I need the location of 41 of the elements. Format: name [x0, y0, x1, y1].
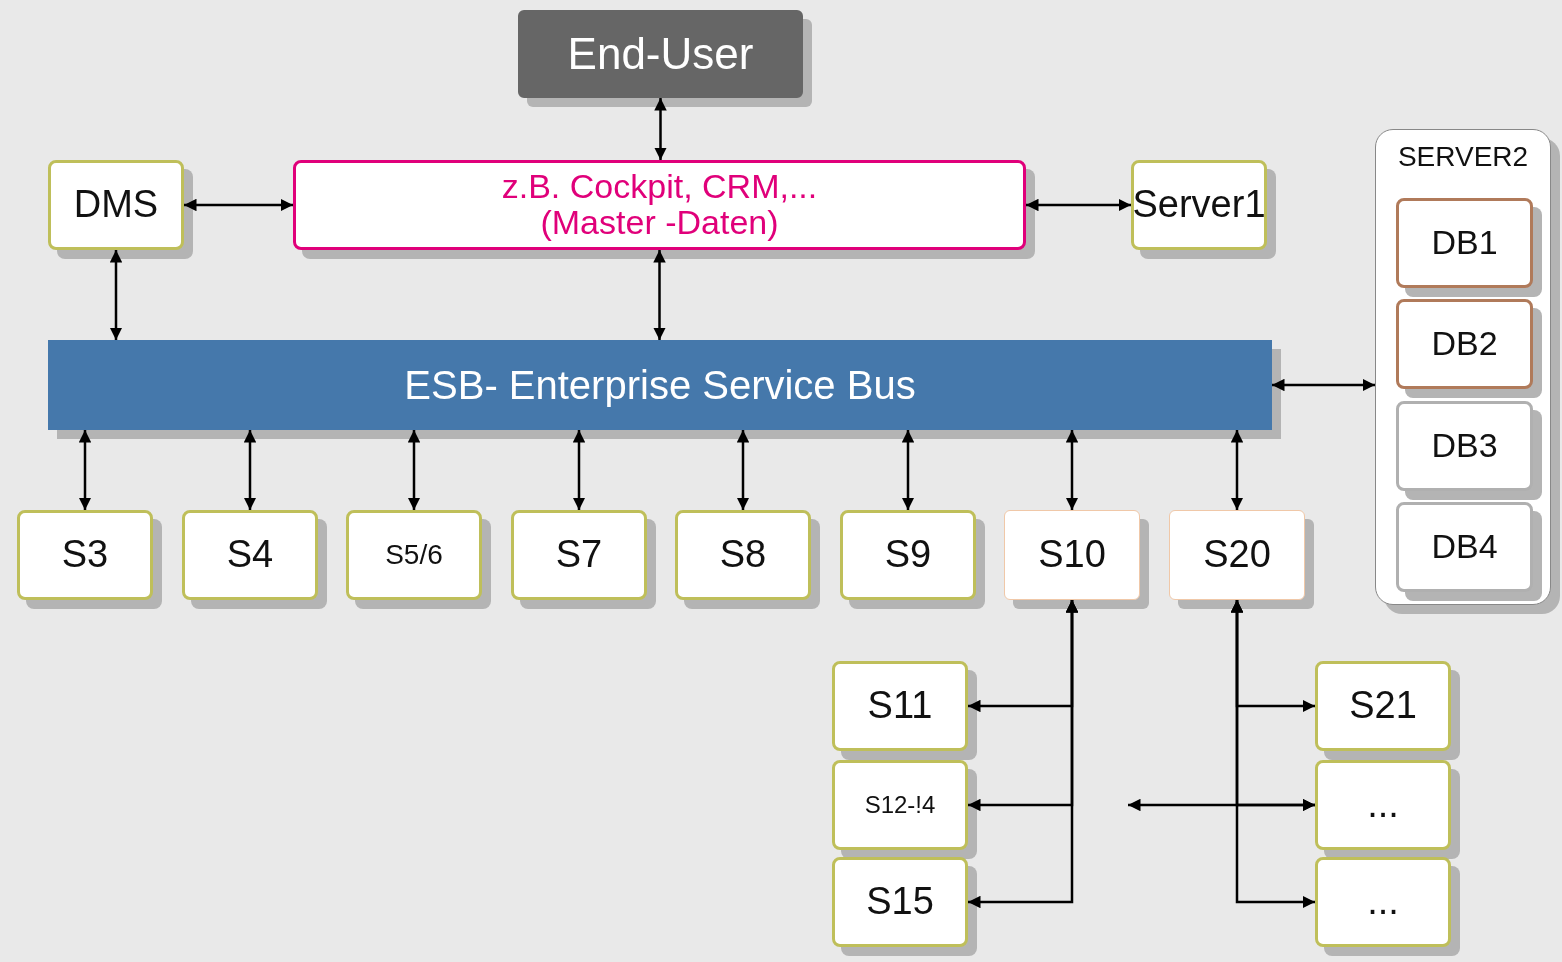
connector-arrow — [407, 430, 421, 510]
box-label: S7 — [555, 535, 603, 575]
box-label: S11 — [867, 686, 933, 726]
connector-arrow — [654, 98, 667, 160]
box-label: ESB- Enterprise Service Bus — [404, 364, 916, 406]
connector-arrow — [1230, 430, 1244, 510]
box-label: S12-!4 — [864, 792, 936, 818]
box-label: S21 — [1349, 686, 1417, 726]
box-label: End-User — [567, 30, 754, 78]
box-label: S10 — [1038, 535, 1106, 575]
box-label: DMS — [73, 185, 159, 225]
box-label: DB2 — [1431, 326, 1498, 362]
box-label: S3 — [61, 535, 109, 575]
connector-arrow — [1272, 378, 1375, 392]
box-label: S5/6 — [385, 540, 443, 570]
connector-arrow — [184, 198, 293, 212]
connector-arrow — [736, 430, 750, 510]
box-label: DB4 — [1431, 529, 1498, 565]
box-label: DB1 — [1431, 225, 1498, 261]
connector-arrow — [1026, 198, 1131, 212]
connector-arrow — [1128, 798, 1315, 812]
box-label: S4 — [226, 535, 274, 575]
connector-arrow — [968, 600, 1079, 909]
box-label: S8 — [719, 535, 767, 575]
connector-arrow — [1065, 430, 1079, 510]
box-label: ... — [1367, 785, 1399, 825]
connector-arrow — [1230, 600, 1315, 909]
connector-arrow — [901, 430, 915, 510]
box-label: ... — [1367, 882, 1399, 922]
connector-arrow — [572, 430, 586, 510]
container-title: SERVER2 — [1397, 142, 1529, 172]
connector-arrow — [653, 250, 666, 340]
box-label: S20 — [1203, 535, 1271, 575]
box-label: S9 — [884, 535, 932, 575]
box-label: Server1 — [1132, 185, 1266, 225]
box-label: S15 — [866, 882, 934, 922]
connector-arrow — [243, 430, 257, 510]
connector-arrow — [109, 250, 123, 340]
connector-arrow — [78, 430, 92, 510]
box-label: z.B. Cockpit, CRM,... (Master -Daten) — [500, 169, 819, 241]
box-label: DB3 — [1431, 428, 1498, 464]
